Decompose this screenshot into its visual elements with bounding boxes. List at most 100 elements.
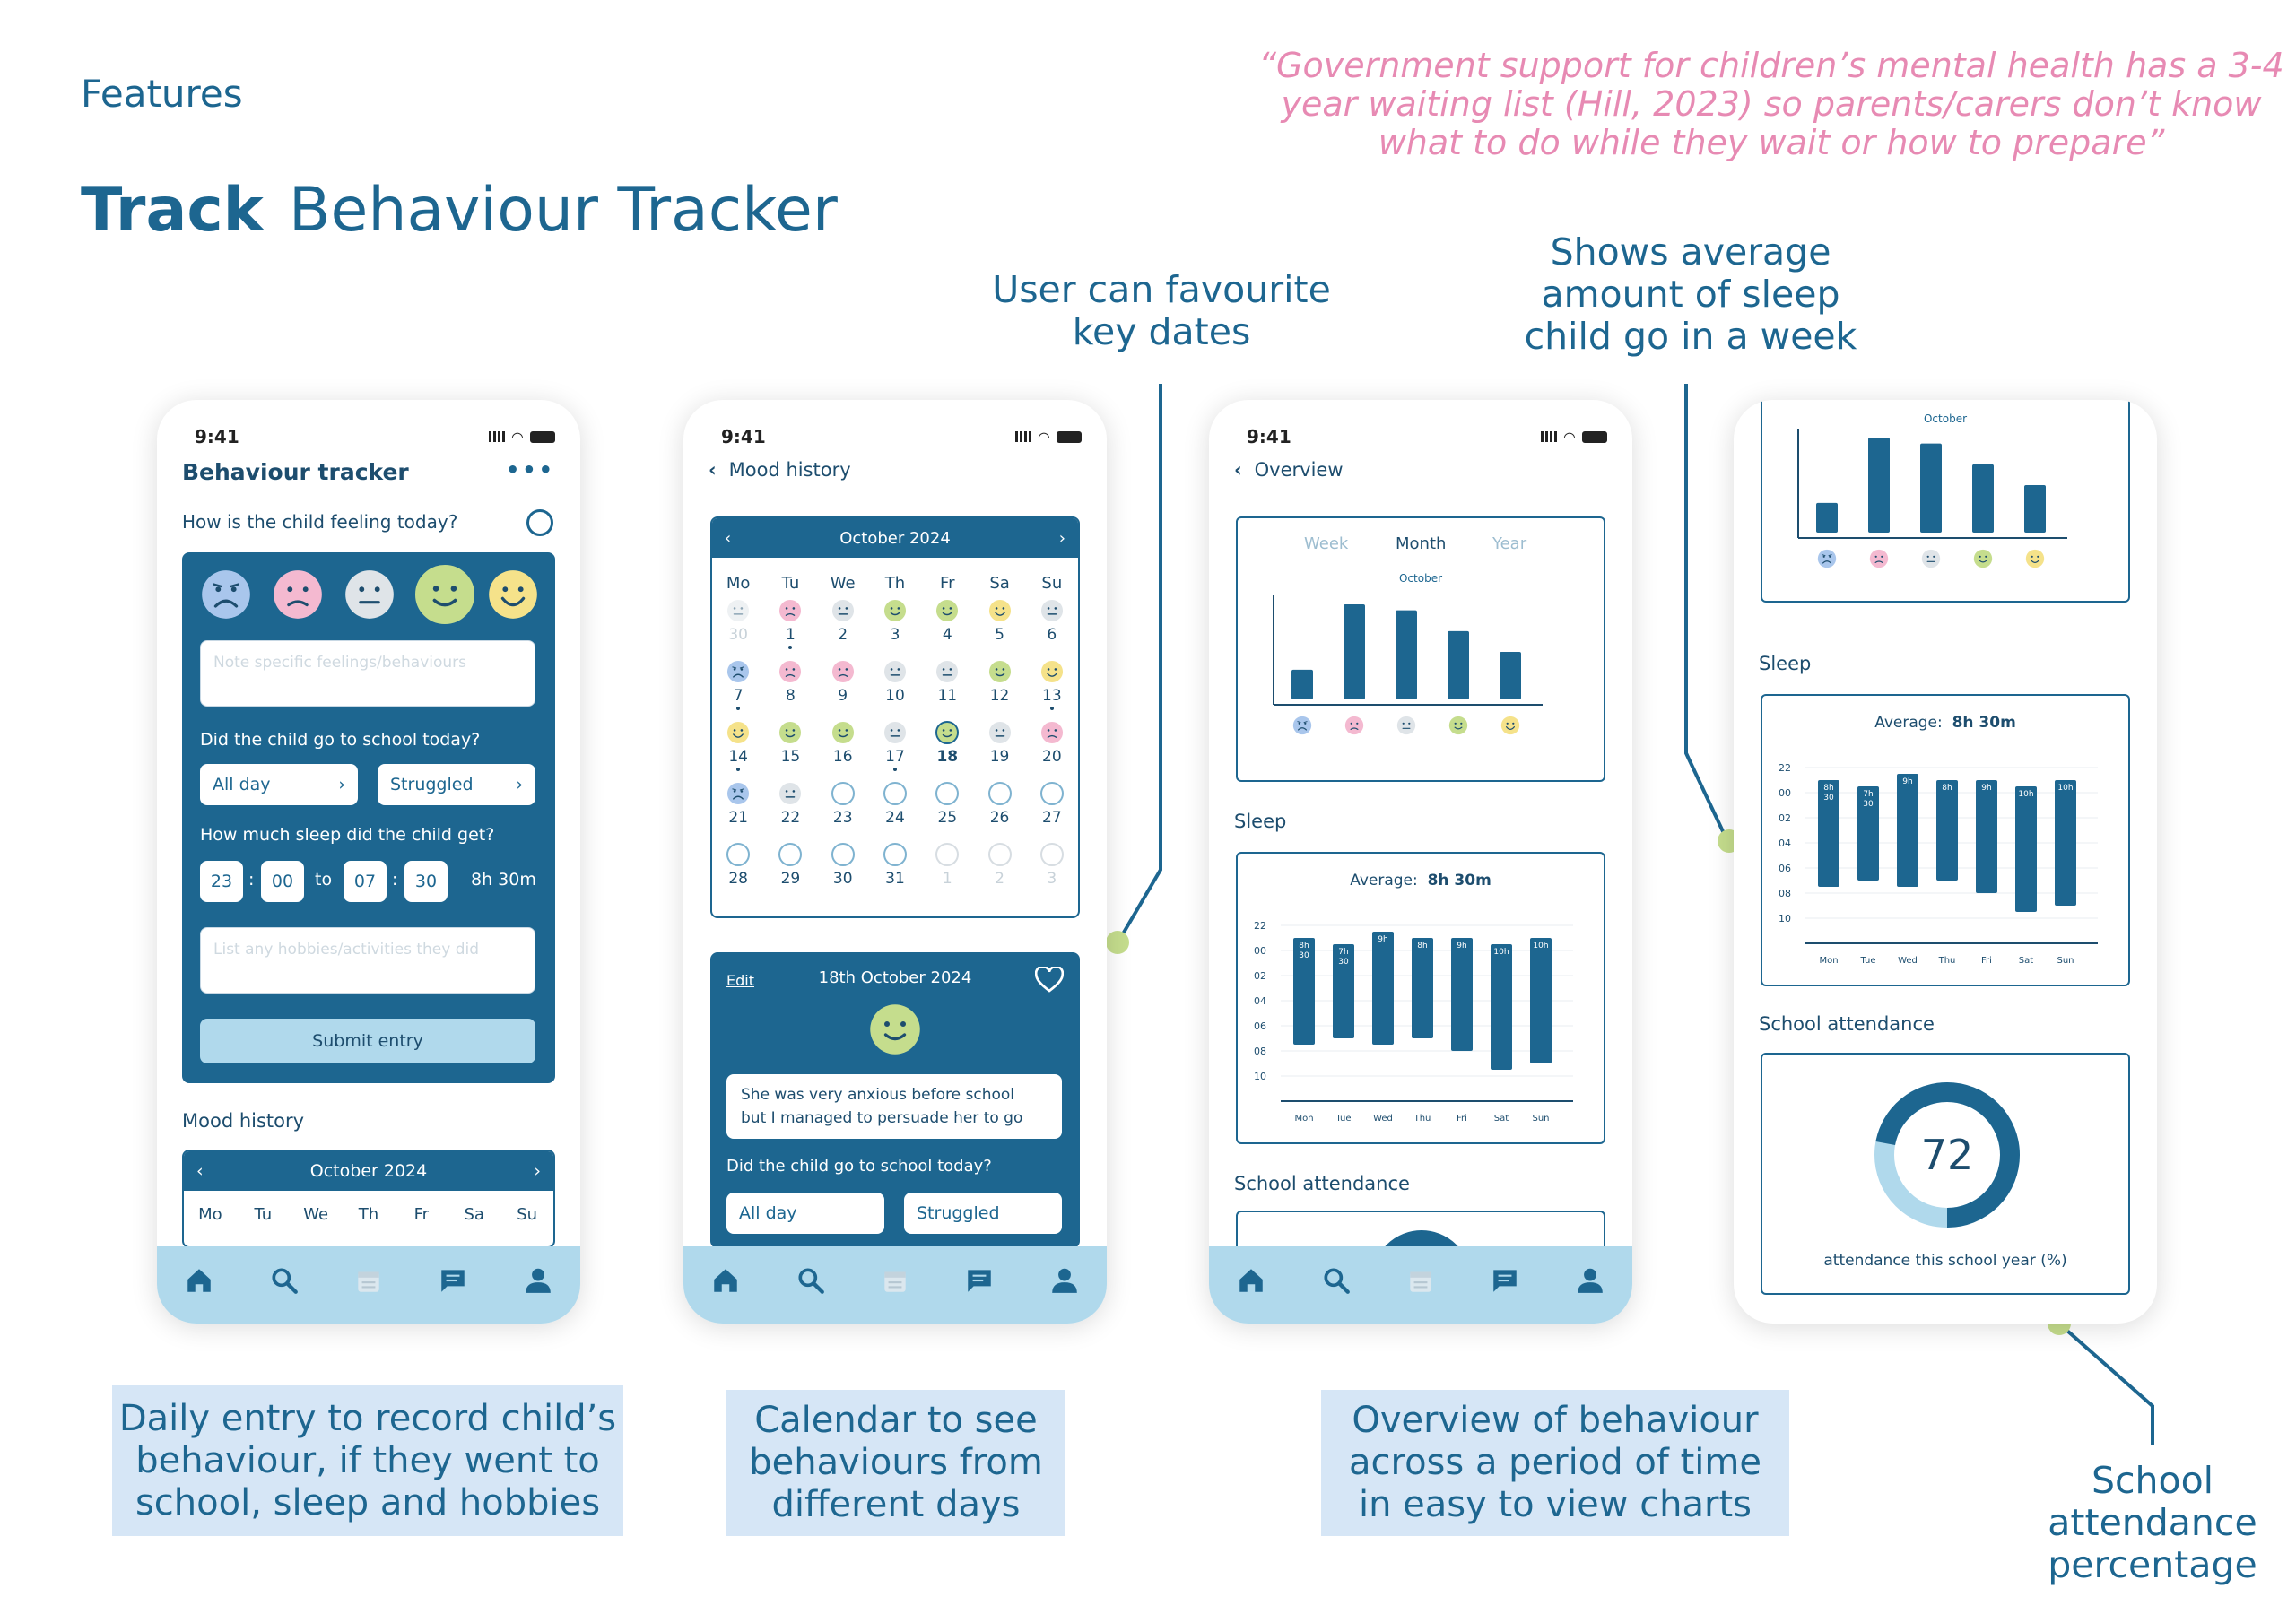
profile-icon[interactable] [523, 1265, 553, 1296]
chat-icon[interactable] [964, 1265, 995, 1296]
chat-icon[interactable] [438, 1265, 468, 1296]
happy-face-icon[interactable] [415, 565, 474, 624]
calendar-day[interactable]: 10 [869, 660, 921, 714]
x-tick-label: Sun [2057, 956, 2074, 966]
calendar-day[interactable]: 23 [817, 782, 869, 836]
tab-year[interactable]: Year [1492, 534, 1527, 553]
chat-icon[interactable] [1490, 1265, 1520, 1296]
very-happy-face-icon[interactable] [487, 568, 539, 621]
calendar-day[interactable]: 9 [817, 660, 869, 714]
feeling-checkbox[interactable] [526, 509, 553, 536]
calendar-day[interactable]: 30 [712, 599, 764, 653]
calendar-day[interactable]: 30 [817, 843, 869, 897]
edit-link[interactable]: Edit [726, 972, 754, 989]
calendar-day-number: 3 [1047, 870, 1057, 888]
sleep-hour-start[interactable]: 23 [200, 861, 243, 902]
sleep-bar [1818, 780, 1839, 887]
bar-label: 8h [1823, 784, 1833, 793]
calendar-day[interactable]: 5 [973, 599, 1025, 653]
home-icon[interactable] [710, 1265, 741, 1296]
profile-icon[interactable] [1575, 1265, 1605, 1296]
school-option-2[interactable]: Struggled [904, 1193, 1062, 1234]
calendar-day[interactable]: 24 [869, 782, 921, 836]
tab-month[interactable]: Month [1396, 534, 1447, 553]
attendance-value: 72 [1920, 1131, 1974, 1179]
sleep-hour-end[interactable]: 07 [344, 861, 387, 902]
calendar-day[interactable]: 26 [973, 782, 1025, 836]
next-month-icon[interactable]: › [1058, 528, 1065, 548]
calendar-day[interactable]: 15 [764, 721, 816, 775]
feelings-input[interactable]: Note specific feelings/behaviours [200, 640, 535, 707]
school-select-2[interactable]: Struggled› [378, 764, 535, 805]
signal-icon [1014, 431, 1031, 442]
sad-face-icon[interactable] [272, 568, 324, 621]
calendar-day[interactable]: 7 [712, 660, 764, 714]
home-icon[interactable] [184, 1265, 214, 1296]
next-month-icon[interactable]: › [534, 1161, 541, 1181]
heart-icon[interactable] [1035, 967, 1064, 994]
calendar-day[interactable]: 8 [764, 660, 816, 714]
calendar-day[interactable]: 21 [712, 782, 764, 836]
entry-form: Note specific feelings/behaviours Did th… [182, 552, 555, 1083]
school-select-1[interactable]: All day› [200, 764, 358, 805]
neutral-face-icon[interactable] [344, 568, 396, 621]
search-icon[interactable] [1321, 1265, 1352, 1296]
calendar-day[interactable]: 1 [764, 599, 816, 653]
profile-icon[interactable] [1049, 1265, 1080, 1296]
y-tick-label: 00 [1254, 945, 1266, 957]
calendar-day-number: 14 [728, 748, 748, 766]
chart-month: October [1398, 572, 1443, 585]
calendar-icon[interactable] [880, 1265, 910, 1296]
calendar-day[interactable]: 3 [869, 599, 921, 653]
average-label: Average: [1874, 714, 1943, 732]
sleep-min-end[interactable]: 30 [404, 861, 448, 902]
happy-face-icon [988, 660, 1012, 683]
very-sad-face-icon[interactable] [200, 568, 252, 621]
hobbies-input[interactable]: List any hobbies/activities they did [200, 927, 535, 994]
calendar-day[interactable]: 12 [973, 660, 1025, 714]
calendar-day[interactable]: 20 [1026, 721, 1078, 775]
prev-month-icon[interactable]: ‹ [196, 1161, 204, 1181]
calendar-icon[interactable] [1405, 1265, 1436, 1296]
x-tick-label: Fri [1457, 1114, 1467, 1124]
weekday-label: Sa [464, 1205, 484, 1224]
back-button[interactable]: ‹Overview [1234, 459, 1344, 481]
calendar-day[interactable]: 13 [1026, 660, 1078, 714]
search-icon[interactable] [796, 1265, 826, 1296]
calendar-day[interactable]: 2 [817, 599, 869, 653]
calendar-day-number: 3 [890, 626, 900, 644]
calendar-day[interactable]: 3 [1026, 843, 1078, 897]
calendar-day[interactable]: 29 [764, 843, 816, 897]
sad-face-icon [778, 599, 802, 622]
favourite-dot [1049, 707, 1054, 710]
chevron-left-icon: ‹ [709, 459, 717, 481]
school-option-1[interactable]: All day [726, 1193, 884, 1234]
calendar-day[interactable]: 22 [764, 782, 816, 836]
calendar-day[interactable]: 28 [712, 843, 764, 897]
calendar-day[interactable]: 25 [921, 782, 973, 836]
calendar-day[interactable]: 4 [921, 599, 973, 653]
calendar-day[interactable]: 16 [817, 721, 869, 775]
attendance-donut [1874, 1082, 2020, 1228]
submit-button[interactable]: Submit entry [200, 1019, 535, 1063]
calendar-day[interactable]: 18 [921, 721, 973, 775]
sleep-min-start[interactable]: 00 [261, 861, 304, 902]
calendar-day[interactable]: 27 [1026, 782, 1078, 836]
calendar-day[interactable]: 11 [921, 660, 973, 714]
calendar-day[interactable]: 14 [712, 721, 764, 775]
time-to: to [315, 870, 333, 890]
back-button[interactable]: ‹Mood history [709, 459, 851, 481]
calendar-day[interactable]: 6 [1026, 599, 1078, 653]
search-icon[interactable] [269, 1265, 300, 1296]
more-icon[interactable]: ••• [505, 457, 555, 482]
home-icon[interactable] [1236, 1265, 1266, 1296]
calendar-day[interactable]: 2 [973, 843, 1025, 897]
tab-week[interactable]: Week [1304, 534, 1349, 553]
calendar-day[interactable]: 1 [921, 843, 973, 897]
calendar-day[interactable]: 19 [973, 721, 1025, 775]
calendar-icon[interactable] [353, 1265, 384, 1296]
calendar-day[interactable]: 31 [869, 843, 921, 897]
calendar-day[interactable]: 17 [869, 721, 921, 775]
prev-month-icon[interactable]: ‹ [725, 528, 732, 548]
